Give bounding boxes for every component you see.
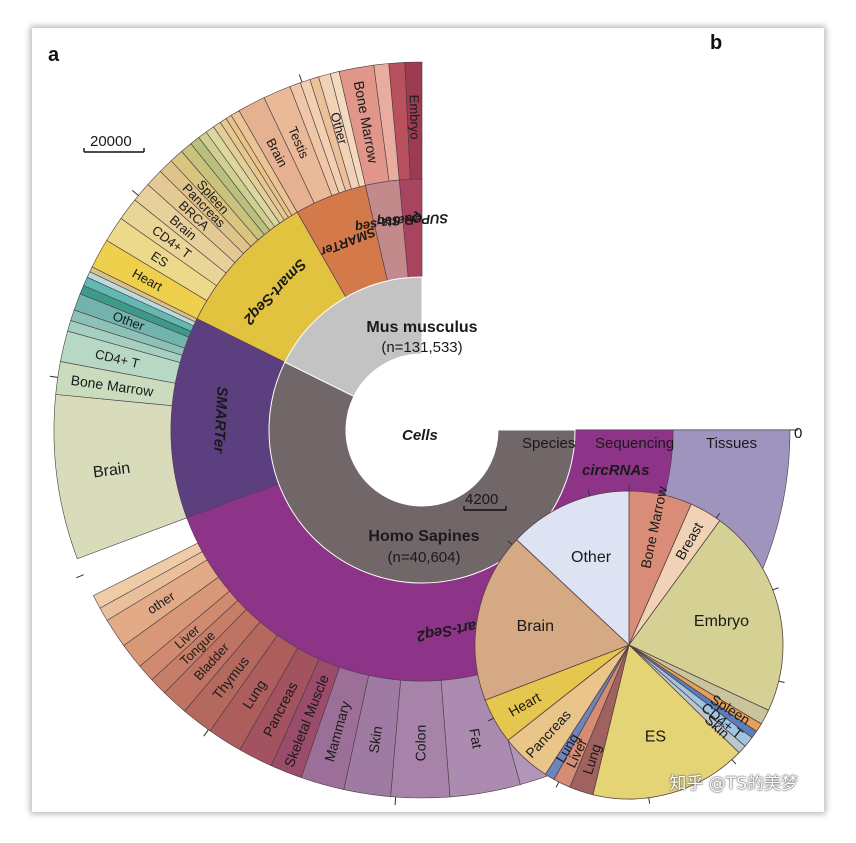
pie-tick <box>469 627 476 629</box>
panel-letter-b: b <box>710 32 722 54</box>
pie-label: Brain <box>517 618 554 635</box>
pie-tick <box>778 680 785 684</box>
ring-axis-sequencing: Sequencing <box>595 435 674 452</box>
radial-tick <box>394 797 397 806</box>
pie-tick <box>772 587 779 591</box>
tissue-label: Skin <box>365 725 385 754</box>
scale-bar-b: 4200 <box>463 491 507 511</box>
tissue-label: Brain <box>92 460 131 482</box>
tissue-label: Fat <box>466 727 485 750</box>
sunburst-figure: BrainHeartBone MarrowFatColonSkinMammary… <box>48 32 802 806</box>
pie-label: Embryo <box>694 613 749 630</box>
pie-tick <box>487 717 494 722</box>
pie-tick <box>587 490 591 497</box>
pie-tick <box>731 759 737 765</box>
protocol-label: SMARTer <box>210 386 230 455</box>
pie-tick <box>555 781 560 788</box>
radial-tick <box>49 375 58 378</box>
figure-frame: BrainHeartBone MarrowFatColonSkinMammary… <box>32 28 824 812</box>
center-label: Cells <box>402 427 438 444</box>
pie-slice <box>592 644 740 800</box>
zero-label: 0 <box>794 425 802 442</box>
radial-tick <box>203 729 209 737</box>
ring-axis-tissues: Tissues <box>706 435 757 452</box>
radial-tick <box>298 74 303 83</box>
pie-slice <box>474 539 630 701</box>
pie-tick <box>715 512 721 519</box>
pie-slice <box>516 490 630 646</box>
species-count-mus: (n=131,533) <box>381 339 462 356</box>
tissue-label: Colon <box>412 725 428 762</box>
watermark: 知乎 @TS的美梦 <box>669 774 798 794</box>
scale-bar-b-label: 4200 <box>465 491 498 508</box>
scale-bar-a-label: 20000 <box>90 133 132 150</box>
species-segment <box>284 276 423 397</box>
pie-label: ES <box>645 728 666 745</box>
tissue-label: Embryo <box>407 95 423 140</box>
pie-title: circRNAs <box>582 462 650 479</box>
pie-tick <box>507 540 513 545</box>
pie-label: Other <box>571 549 612 566</box>
panel-letter-a: a <box>48 44 60 66</box>
species-label-homo: Homo Sapines <box>368 528 479 545</box>
pie-tick <box>648 797 651 804</box>
pie-ticks <box>469 485 785 804</box>
circrna-pie <box>474 490 784 800</box>
scale-bar-a: 20000 <box>83 133 145 153</box>
species-label-mus: Mus musculus <box>366 319 477 336</box>
ring-axis-species: Species <box>522 435 575 452</box>
radial-tick <box>76 574 84 579</box>
species-count-homo: (n=40,604) <box>388 549 461 566</box>
protocol-label: SUPeR-Seq <box>376 211 448 229</box>
radial-tick <box>131 189 139 196</box>
